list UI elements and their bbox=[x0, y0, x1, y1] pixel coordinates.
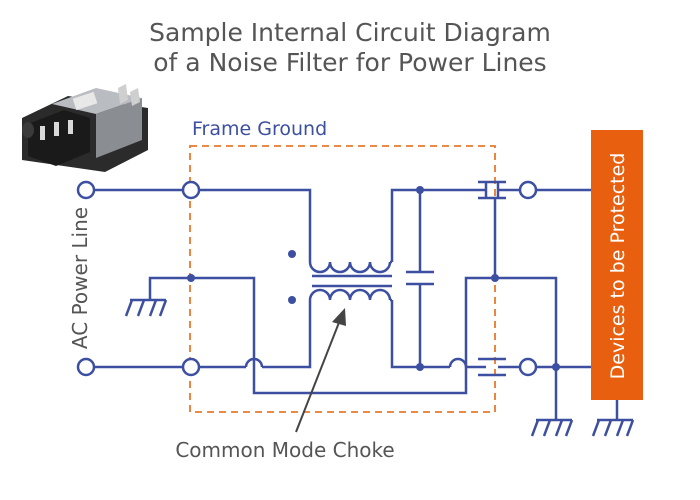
frame-ground-label: Frame Ground bbox=[192, 118, 327, 140]
terminal bbox=[76, 180, 96, 200]
y-capacitor-bottom bbox=[478, 357, 520, 377]
common-mode-choke bbox=[308, 260, 392, 302]
title-line-1: Sample Internal Circuit Diagram bbox=[149, 18, 551, 47]
top-line-wires bbox=[94, 188, 591, 262]
left-ground-wire bbox=[124, 276, 558, 395]
ac-power-line-label: AC Power Line bbox=[68, 207, 92, 349]
common-mode-choke-label: Common Mode Choke bbox=[175, 438, 394, 462]
terminal bbox=[518, 357, 538, 377]
ground-icon bbox=[591, 400, 635, 437]
diagram-title: Sample Internal Circuit Diagram of a Noi… bbox=[0, 18, 700, 78]
terminal bbox=[76, 357, 96, 377]
noise-filter-inlet-icon bbox=[22, 84, 148, 172]
devices-protected-box bbox=[591, 130, 643, 400]
terminal bbox=[518, 180, 538, 200]
y-capacitor-top bbox=[478, 180, 520, 278]
bottom-line-wires bbox=[94, 300, 591, 369]
devices-protected-label: Devices to be Protected bbox=[607, 153, 629, 380]
terminal bbox=[181, 357, 201, 377]
terminal bbox=[181, 180, 201, 200]
ground-icon bbox=[530, 367, 574, 437]
arrow-icon bbox=[295, 308, 346, 433]
title-line-2: of a Noise Filter for Power Lines bbox=[153, 48, 547, 77]
x-capacitor bbox=[406, 190, 434, 367]
